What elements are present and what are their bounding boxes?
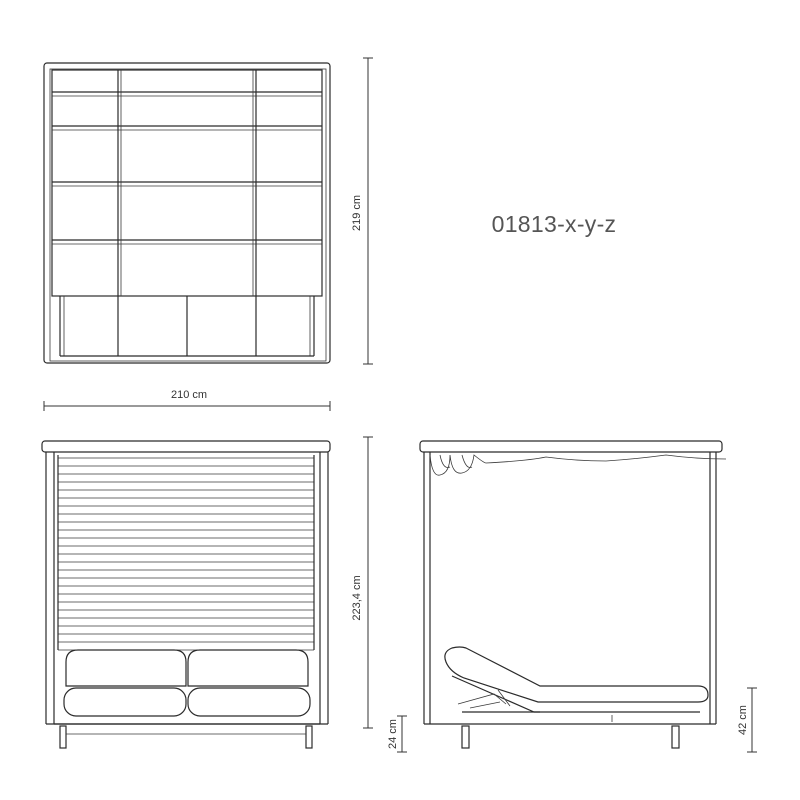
side-view (419, 440, 727, 749)
lounger-mattress (444, 646, 709, 703)
dimension-depth: 219 cm (351, 57, 373, 365)
front-view (41, 440, 331, 749)
dimension-width: 210 cm (43, 389, 331, 411)
back-cushion-right (187, 649, 309, 687)
dimension-seat-height-label: 24 cm (387, 719, 399, 749)
backrest-mechanism (457, 689, 511, 709)
dimension-height: 223,4 cm (351, 436, 373, 729)
curtain-drapes (429, 454, 727, 476)
dimension-seat-height: 24 cm (387, 715, 407, 753)
dimension-mattress-height-label: 42 cm (737, 705, 749, 735)
seat-cushion-left (63, 687, 187, 717)
front-backrest-slats (58, 457, 314, 651)
seat-cushion-right (187, 687, 311, 717)
product-code: 01813-x-y-z (492, 211, 617, 237)
dimension-mattress-height: 42 cm (737, 687, 757, 753)
dimension-depth-label: 219 cm (351, 195, 363, 231)
dimension-width-label: 210 cm (171, 389, 207, 401)
dimension-height-label: 223,4 cm (351, 575, 363, 620)
back-cushion-left (65, 649, 187, 687)
top-view (43, 62, 331, 364)
